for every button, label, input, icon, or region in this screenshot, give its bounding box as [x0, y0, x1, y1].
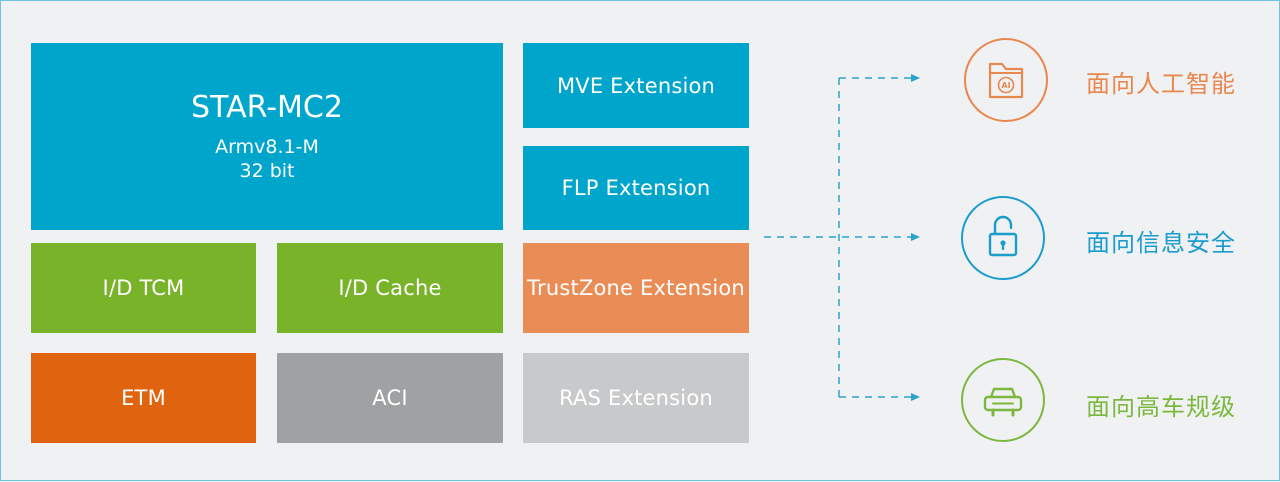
- mve-extension-block: MVE Extension: [523, 43, 749, 128]
- cache-label: I/D Cache: [338, 276, 442, 300]
- ai-icon-circle: AI: [964, 38, 1048, 122]
- feature-security-label: 面向信息安全: [1086, 229, 1236, 257]
- trustzone-extension-label: TrustZone Extension: [527, 276, 745, 300]
- aci-block: ACI: [277, 353, 503, 443]
- etm-block: ETM: [31, 353, 256, 443]
- etm-label: ETM: [121, 386, 166, 410]
- core-name: STAR-MC2: [191, 90, 343, 125]
- flp-extension-block: FLP Extension: [523, 146, 749, 230]
- ai-folder-icon: AI: [988, 62, 1024, 99]
- tcm-block: I/D TCM: [31, 243, 256, 333]
- core-block: STAR-MC2 Armv8.1-M 32 bit: [31, 43, 503, 230]
- car-icon: [983, 387, 1023, 417]
- ai-badge: AI: [1001, 81, 1010, 90]
- arrow-head-middle: [911, 233, 920, 241]
- arrow-head-bottom: [911, 393, 920, 401]
- core-bit-width: 32 bit: [239, 160, 295, 182]
- tcm-label: I/D TCM: [102, 276, 185, 300]
- ras-extension-label: RAS Extension: [559, 386, 713, 410]
- security-icon-circle: [961, 196, 1045, 280]
- unlocked-padlock-icon: [988, 215, 1018, 257]
- trustzone-extension-block: TrustZone Extension: [523, 243, 749, 333]
- feature-automotive-label: 面向高车规级: [1086, 393, 1236, 421]
- arrow-head-top: [911, 74, 920, 82]
- flp-extension-label: FLP Extension: [561, 176, 711, 200]
- mve-extension-label: MVE Extension: [556, 73, 716, 98]
- cache-block: I/D Cache: [277, 243, 503, 333]
- core-architecture: Armv8.1-M: [215, 136, 319, 158]
- ras-extension-block: RAS Extension: [523, 353, 749, 443]
- automotive-icon-circle: [961, 358, 1045, 442]
- feature-ai-label: 面向人工智能: [1086, 70, 1236, 98]
- aci-label: ACI: [372, 386, 408, 410]
